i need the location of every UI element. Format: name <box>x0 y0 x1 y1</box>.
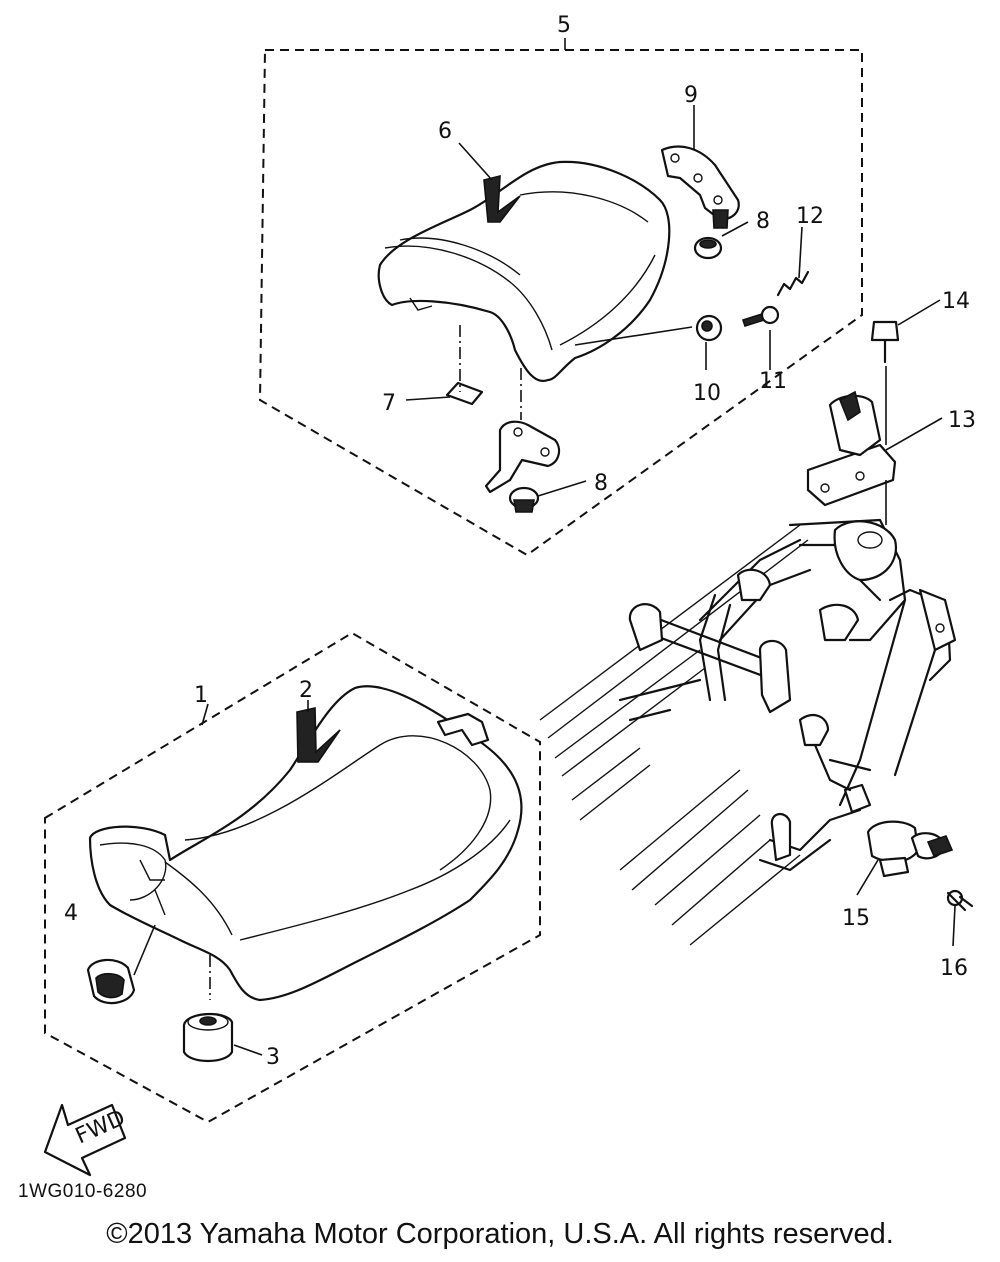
callout-1: 1 <box>194 683 208 708</box>
bolt-14 <box>870 320 900 364</box>
callout-numbers: 5 6 9 8 12 14 10 11 7 13 8 1 2 4 15 16 3 <box>64 13 976 1070</box>
seat-lock <box>806 366 897 525</box>
grommet-upper <box>693 236 723 260</box>
damper-4 <box>86 924 156 1005</box>
screw-16 <box>946 889 974 912</box>
callout-6: 6 <box>438 119 452 144</box>
callout-9: 9 <box>684 83 698 108</box>
bracket-lower <box>484 420 561 494</box>
callout-4: 4 <box>64 901 78 926</box>
rear-seat <box>377 160 671 383</box>
lock-cylinder <box>866 820 954 878</box>
drawing-code: 1WG010-6280 <box>18 1181 148 1202</box>
plate-7 <box>445 381 484 406</box>
callout-2: 2 <box>299 678 313 703</box>
leader-lines <box>201 38 956 1056</box>
callout-8-upper: 8 <box>756 209 770 234</box>
callout-10: 10 <box>693 381 721 406</box>
callout-13: 13 <box>948 408 976 433</box>
copyright-notice: ©2013 Yamaha Motor Corporation, U.S.A. A… <box>106 1218 894 1250</box>
group-1-boundary <box>44 631 541 1124</box>
group-5-boundary <box>258 49 863 557</box>
callout-7: 7 <box>382 391 396 416</box>
callout-8-lower: 8 <box>594 471 608 496</box>
bracket-upper <box>660 145 740 229</box>
grommet-lower <box>508 486 540 513</box>
rear-frame <box>539 518 957 946</box>
fwd-arrow-icon: FWD <box>43 1103 129 1177</box>
callout-14: 14 <box>942 289 970 314</box>
damper-3 <box>182 1012 234 1063</box>
collar <box>695 314 723 342</box>
main-seat <box>88 685 523 1002</box>
callout-12: 12 <box>796 204 824 229</box>
callout-5: 5 <box>557 13 571 38</box>
screw-11 <box>741 305 780 327</box>
spring-12 <box>776 270 810 297</box>
callout-11: 11 <box>759 369 787 394</box>
callout-15: 15 <box>842 906 870 931</box>
callout-16: 16 <box>940 956 968 981</box>
callout-3: 3 <box>266 1045 280 1070</box>
